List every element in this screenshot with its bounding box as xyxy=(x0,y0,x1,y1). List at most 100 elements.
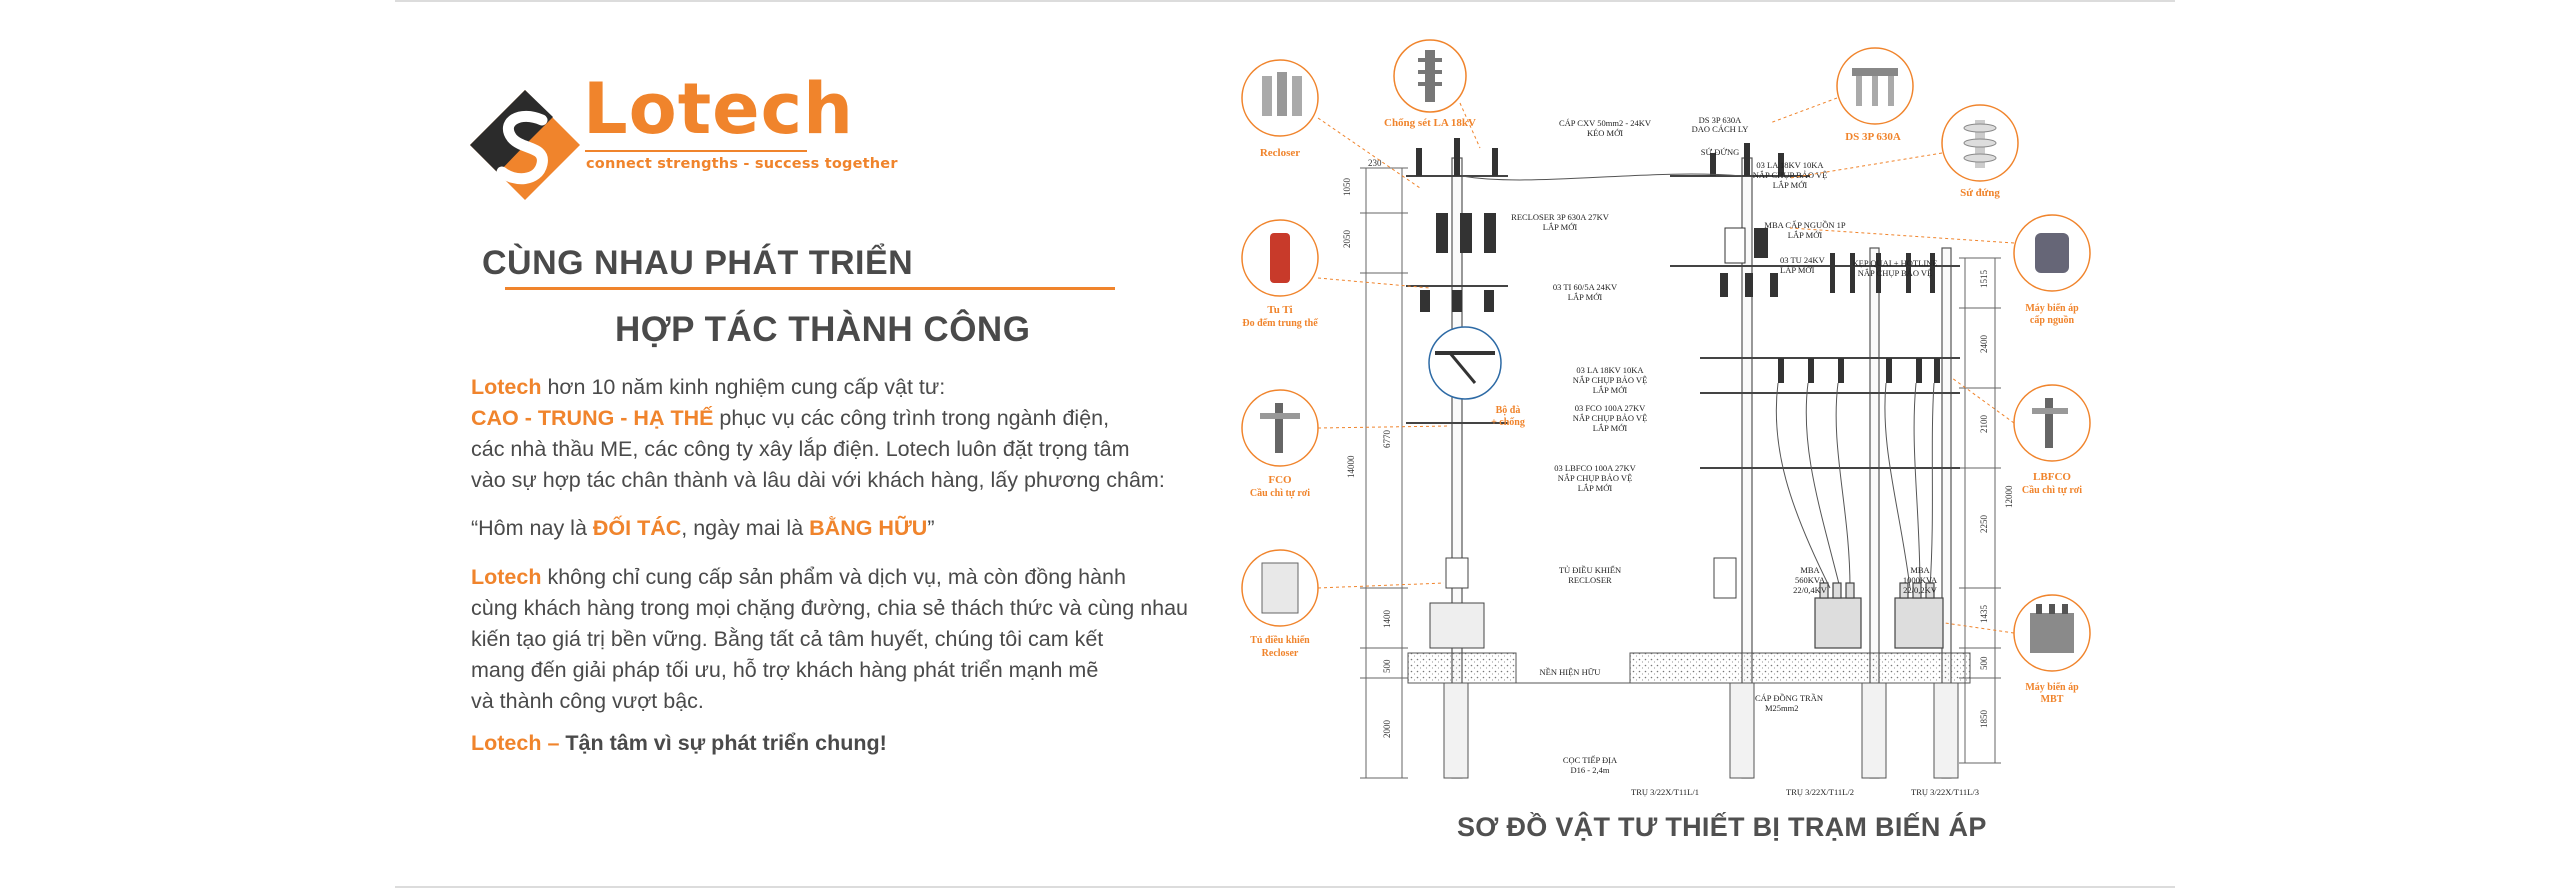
callout-insulator-label: Sứ đứng xyxy=(1960,187,2000,199)
motto-word-friend: BẰNG HỮU xyxy=(809,516,928,540)
right-dimension-labels: 1515 2400 2100 12000 2250 1435 500 1850 xyxy=(1979,270,2014,729)
dim-left-7: 2000 xyxy=(1382,720,1392,739)
note-0: CÁP CXV 50mm2 - 24KV xyxy=(1559,118,1652,128)
note-10: MBA CẤP NGUỒN 1P xyxy=(1764,220,1845,230)
intro-line-3: các nhà thầu ME, các công ty xây lắp điệ… xyxy=(471,437,1130,461)
note-8: RECLOSER 3P 630A 27KV xyxy=(1511,212,1610,222)
brand-name: Lotech xyxy=(583,68,854,150)
para2-line-1-text: không chỉ cung cấp sản phẩm và dịch vụ, … xyxy=(541,565,1126,589)
foundation-left xyxy=(1407,652,1517,684)
slogan: Lotech – Tận tâm vì sự phát triển chung! xyxy=(471,728,1191,759)
callout-recloser-label: Recloser xyxy=(1260,147,1300,159)
motto: “Hôm nay là ĐỐI TÁC, ngày mai là BẰNG HỮ… xyxy=(471,513,1191,544)
pole1-equipment xyxy=(1416,138,1498,649)
note-38: CỌC TIẾP ĐỊA xyxy=(1563,755,1618,765)
intro-line-1-text: hơn 10 năm kinh nghiệm cung cấp vật tư: xyxy=(541,375,946,399)
para2-line-4: mang đến giải pháp tối ưu, hỗ trợ khách … xyxy=(471,658,1099,682)
note-17: LẮP MỚI xyxy=(1568,292,1603,302)
note-12: 03 TU 24KV xyxy=(1780,255,1826,265)
dim-left-1: 1050 xyxy=(1342,178,1352,197)
substation-diagram: 230 1050 2050 6770 14000 1400 500 2000 1… xyxy=(1241,39,2091,797)
note-6: NẮP CHỤP BẢO VỆ xyxy=(1753,170,1828,180)
note-11: LẮP MỚI xyxy=(1788,230,1823,240)
note-21: 03 FCO 100A 27KV xyxy=(1575,403,1646,413)
callout-main-transformer-label-2: MBT xyxy=(2041,694,2064,705)
callout-ds-switch: DS 3P 630A xyxy=(1769,47,1914,143)
intro-highlight: CAO - TRUNG - HẠ THẾ xyxy=(471,406,714,430)
callout-fco: FCO Cầu chì tự rơi xyxy=(1241,389,1451,499)
note-29: MBA xyxy=(1800,565,1820,575)
note-39: D16 - 2,4m xyxy=(1571,765,1610,775)
transformer-560kva xyxy=(1814,582,1862,649)
heading-divider xyxy=(505,287,1115,290)
note-13: LẮP MỚI xyxy=(1780,265,1815,275)
dim-left-3: 6770 xyxy=(1382,430,1392,449)
dim-right-1: 2400 xyxy=(1979,335,1989,354)
callout-lbfco: LBFCO Cầu chì tự rơi xyxy=(1951,377,2091,496)
dim-left-0: 230 xyxy=(1368,158,1382,168)
note-4: SỨ ĐỨNG xyxy=(1701,147,1739,157)
lotech-logo-icon xyxy=(470,90,580,200)
callout-tuti-label-2: Đo đếm trung thế xyxy=(1242,318,1318,329)
dim-left-6: 500 xyxy=(1382,659,1392,673)
callout-cross-arm: Bộ đà + chống xyxy=(1428,326,1525,428)
fuse-row xyxy=(1778,253,1940,383)
diagram-notes: CÁP CXV 50mm2 - 24KV KÉO MỚI DS 3P 630A … xyxy=(1511,115,1979,797)
brand-tagline-rule xyxy=(585,150,807,152)
motto-part-1: “Hôm nay là xyxy=(471,516,593,540)
ground-piles xyxy=(1443,682,1959,779)
note-28: RECLOSER xyxy=(1568,575,1612,585)
note-20: LẮP MỚI xyxy=(1593,385,1628,395)
callout-tu-ti: Tu Ti Đo đếm trung thế xyxy=(1241,219,1431,329)
note-27: TỦ ĐIỀU KHIỂN xyxy=(1559,565,1621,575)
right-dimension-scale xyxy=(1959,257,2001,764)
note-42: TRỤ 3/22X/T11L/3 xyxy=(1911,787,1979,797)
note-1: KÉO MỚI xyxy=(1587,128,1623,138)
dim-right-4: 2250 xyxy=(1979,515,1989,534)
note-19: NẮP CHỤP BẢO VỆ xyxy=(1573,375,1648,385)
note-35: NỀN HIỆN HỮU xyxy=(1540,667,1601,677)
note-33: 1000KVA xyxy=(1903,575,1938,585)
callout-main-transformer: Máy biến áp MBT xyxy=(1944,594,2091,705)
dim-left-4: 14000 xyxy=(1346,455,1356,478)
para2-line-2: cùng khách hàng trong mọi chặng đường, c… xyxy=(471,596,1189,620)
callout-crossarm-label-2: + chống xyxy=(1491,417,1525,428)
pole2-equipment xyxy=(1710,143,1784,599)
left-dimension-scale xyxy=(1360,167,1408,779)
note-18: 03 LA 18KV 10KA xyxy=(1576,365,1644,375)
dim-right-3: 12000 xyxy=(2004,485,2014,508)
callout-insulator: Sứ đứng xyxy=(1789,104,2019,199)
bottom-border-line xyxy=(395,886,2175,888)
note-22: NẮP CHỤP BẢO VỆ xyxy=(1573,413,1648,423)
note-26: LẮP MỚI xyxy=(1578,483,1613,493)
note-40: TRỤ 3/22X/T11L/1 xyxy=(1631,787,1699,797)
note-36: CÁP ĐỒNG TRẦN xyxy=(1755,693,1823,703)
dim-right-5: 1435 xyxy=(1979,605,1989,624)
intro-line-2-text: phục vụ các công trình trong ngành điện, xyxy=(713,406,1110,430)
dim-right-6: 500 xyxy=(1979,656,1989,670)
note-2: DS 3P 630A xyxy=(1699,115,1743,125)
para2-line-3: kiến tạo giá trị bền vững. Bằng tất cả t… xyxy=(471,627,1104,651)
motto-word-partner: ĐỐI TÁC xyxy=(592,516,682,540)
note-41: TRỤ 3/22X/T11L/2 xyxy=(1786,787,1854,797)
dim-right-0: 1515 xyxy=(1979,270,1989,289)
callout-tuti-label-1: Tu Ti xyxy=(1267,304,1292,316)
slogan-text: Tận tâm vì sự phát triển chung! xyxy=(559,731,887,755)
note-15: NẮP CHỤP BẢO VỆ xyxy=(1858,268,1933,278)
callout-lbfco-label-1: LBFCO xyxy=(2033,471,2071,483)
left-dimension-labels: 230 1050 2050 6770 14000 1400 500 2000 xyxy=(1342,158,1392,738)
intro-line-4: vào sự hợp tác chân thành và lâu dài với… xyxy=(471,468,1165,492)
callout-recloser: Recloser xyxy=(1241,59,1421,189)
callout-la-label: Chống sét LA 18kV xyxy=(1384,117,1476,129)
note-30: 560KVA xyxy=(1795,575,1826,585)
heading-line-2: HỢP TÁC THÀNH CÔNG xyxy=(615,310,1031,349)
note-37: M25mm2 xyxy=(1765,703,1799,713)
dim-left-2: 2050 xyxy=(1342,230,1352,249)
note-14: KẸP QUAI + HOTLINE xyxy=(1853,258,1938,268)
note-32: MBA xyxy=(1910,565,1930,575)
callout-main-transformer-label-1: Máy biến áp xyxy=(2025,682,2079,693)
callout-source-transformer: Máy biến áp cấp nguồn xyxy=(1789,214,2091,326)
intro-line-1: Lotech hơn 10 năm kinh nghiệm cung cấp v… xyxy=(471,372,1191,403)
note-23: LẮP MỚI xyxy=(1593,423,1628,433)
heading-line-1: CÙNG NHAU PHÁT TRIỂN xyxy=(482,244,914,282)
